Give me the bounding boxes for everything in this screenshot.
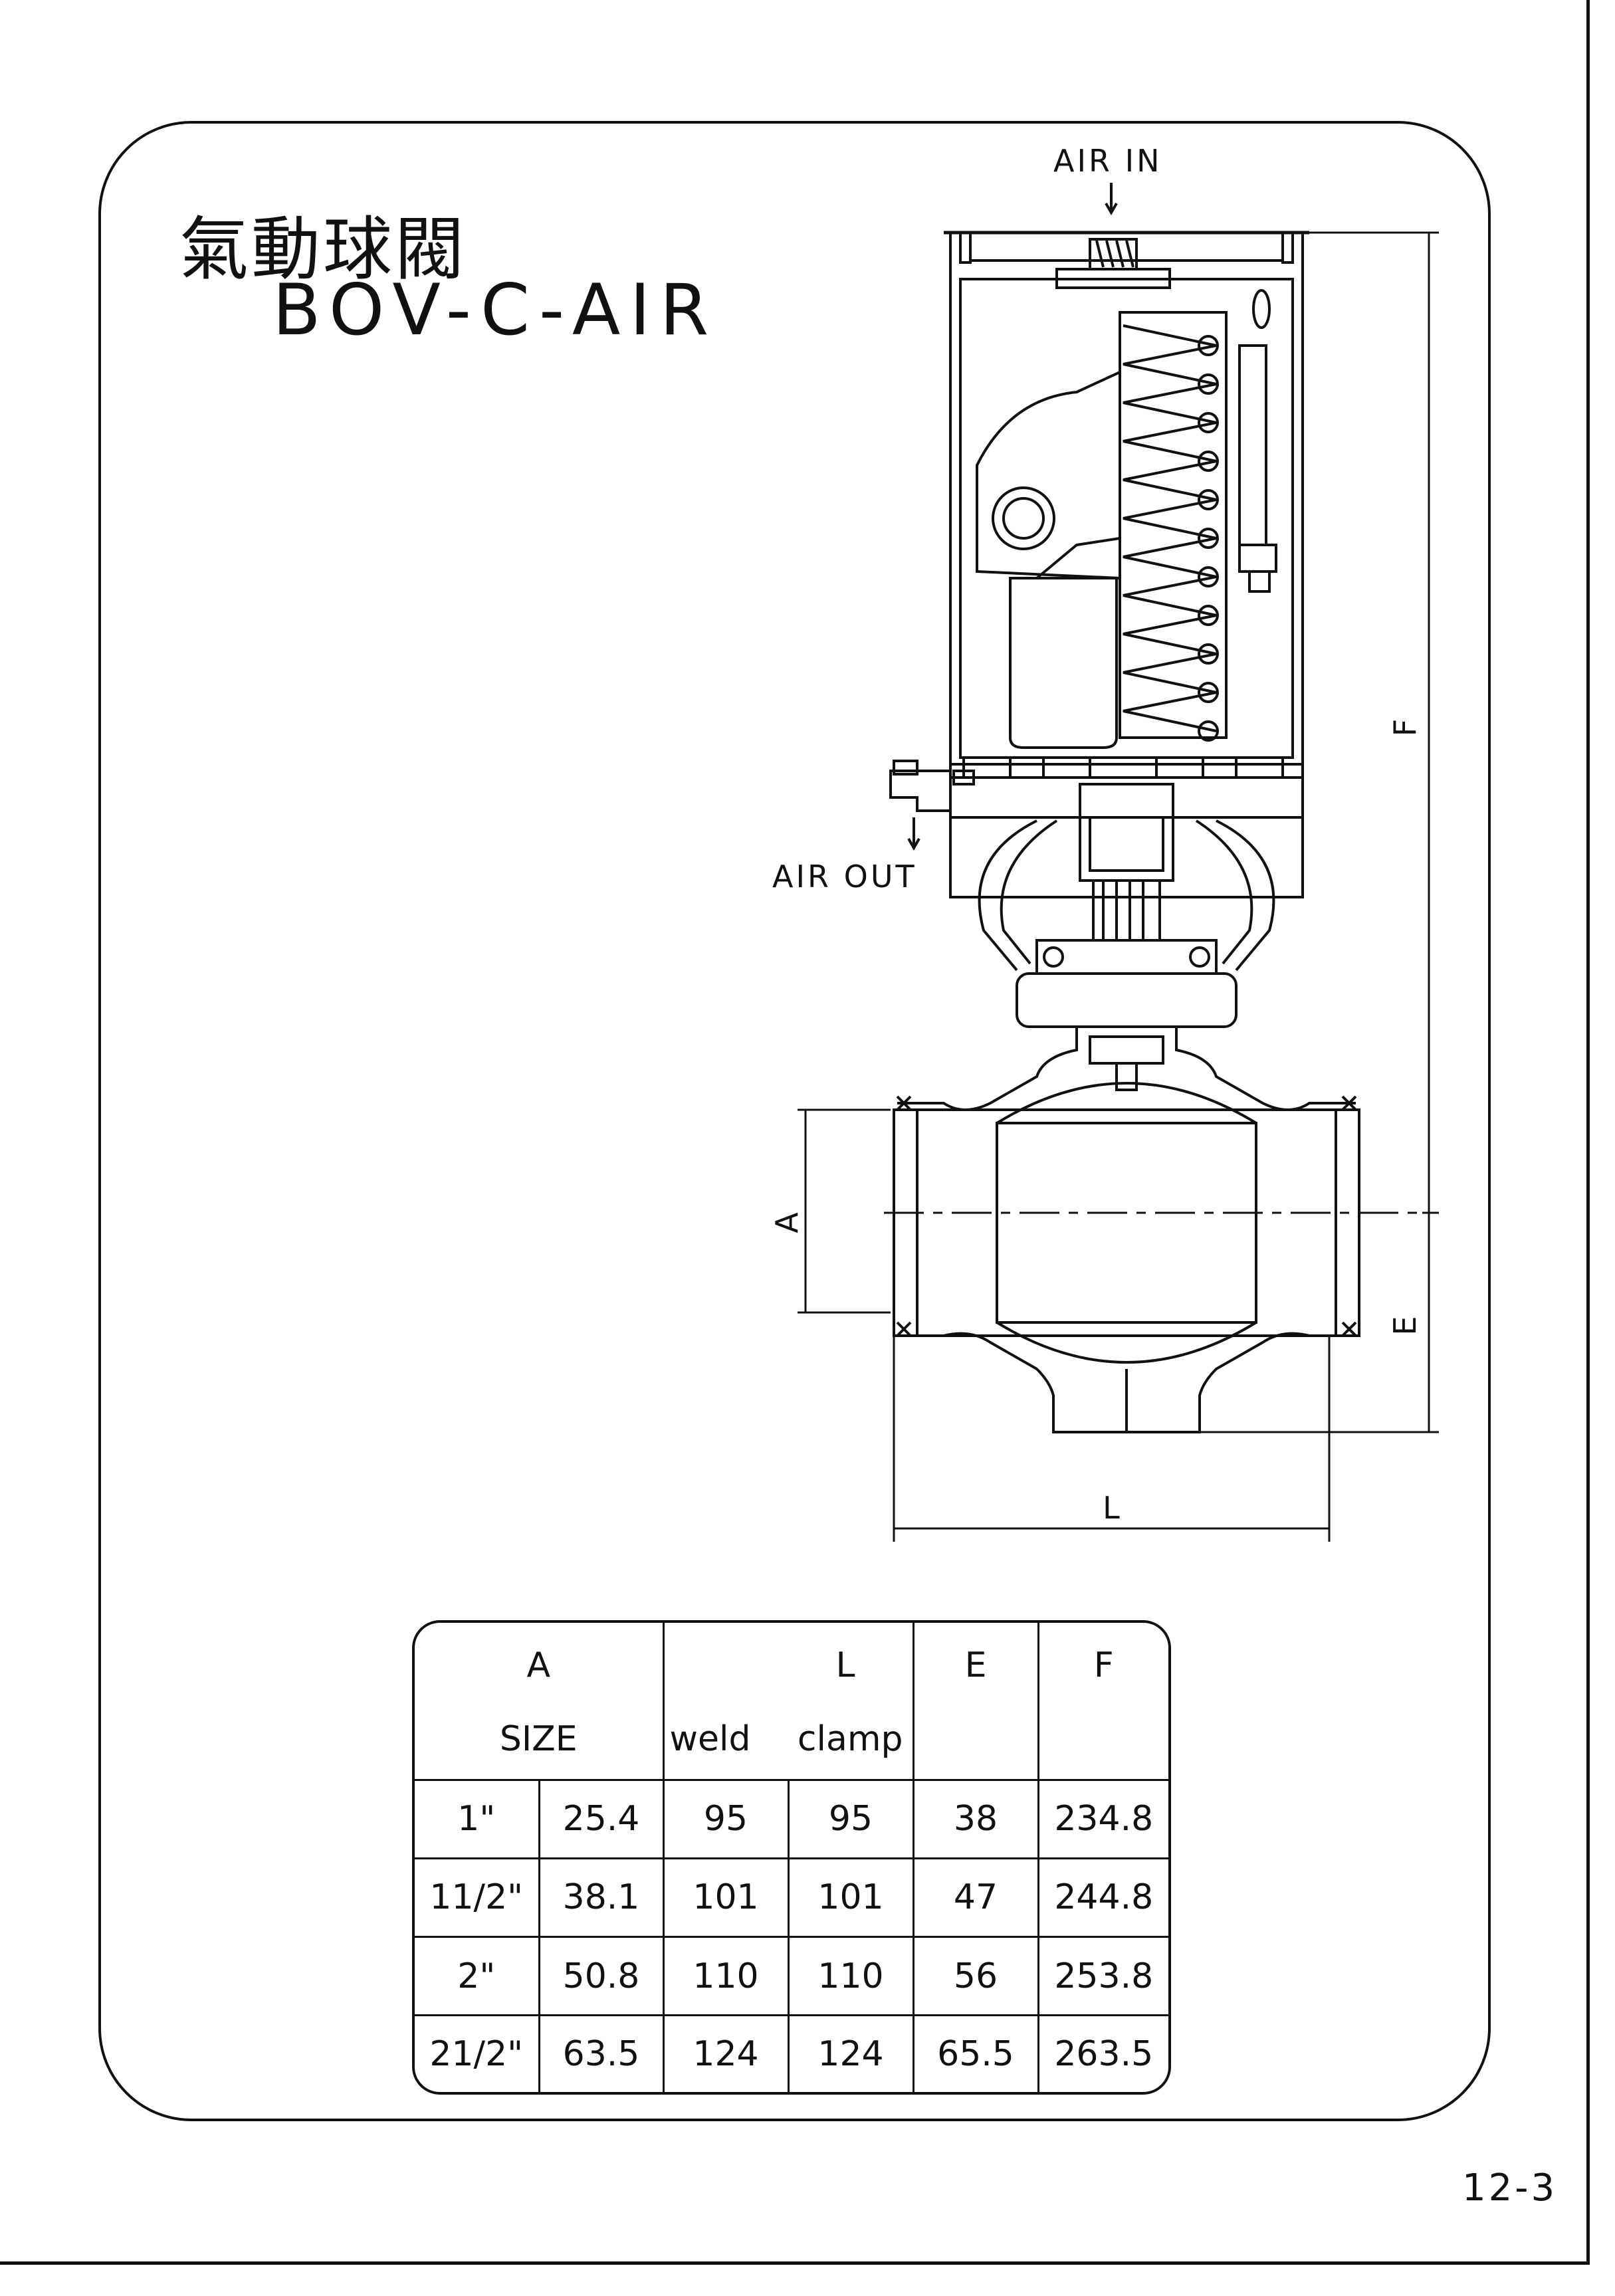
cell-weld: 110 [662,1935,790,2017]
header-weld: weld [669,1719,751,1759]
dimension-a [798,1108,891,1314]
header-f: F [1037,1623,1168,1781]
cell-size-mm: 38.1 [538,1857,665,1938]
cell-size-mm: 25.4 [538,1778,665,1859]
cell-weld: 101 [662,1857,790,1938]
cell-weld: 95 [662,1778,790,1859]
cell-size-in: 2" [415,1935,540,2017]
header-size-label: SIZE [499,1719,578,1759]
cell-e: 56 [912,1935,1039,2017]
dimension-f [1309,231,1439,1214]
drawing-frame [98,121,1491,2121]
dimension-l-label: L [1103,1490,1120,1526]
cell-clamp: 110 [787,1935,915,2017]
cell-size-mm: 63.5 [538,2014,665,2092]
yoke-bracket [978,783,1275,1028]
spec-table: A SIZE L weld clamp E F 1" 25.4 95 95 38… [415,1623,1168,2092]
air-out-fitting [889,760,950,851]
page-border [0,0,1590,2265]
header-a: A [526,1645,551,1685]
table-row: 21/2" 63.5 124 124 65.5 263.5 [415,2014,1168,2092]
cell-size-mm: 50.8 [538,1935,665,2017]
air-in-label: AIR IN [1053,143,1162,179]
cell-f: 263.5 [1037,2014,1168,2092]
air-in-arrow [1105,183,1118,216]
cell-e: 38 [912,1778,1039,1859]
dimension-e [1200,1213,1439,1433]
cell-e: 65.5 [912,2014,1039,2092]
dimension-a-label: A [769,1212,805,1233]
compression-spring [1119,311,1228,742]
dimension-table: A SIZE L weld clamp E F 1" 25.4 95 95 38… [412,1620,1171,2095]
dimension-f-label: F [1387,719,1423,736]
cam-mechanism [976,369,1121,749]
header-f-label: F [1093,1645,1114,1685]
header-l-label: L [835,1645,855,1685]
table-row: 1" 25.4 95 95 38 234.8 [415,1778,1168,1859]
title-chinese: 氣動球閥 [179,209,467,290]
table-row: 2" 50.8 110 110 56 253.8 [415,1935,1168,2017]
cell-clamp: 101 [787,1857,915,1938]
header-size: A SIZE [415,1623,665,1781]
cell-size-in: 11/2" [415,1857,540,1938]
cell-size-in: 21/2" [415,2014,540,2092]
cell-f: 234.8 [1037,1778,1168,1859]
cell-e: 47 [912,1857,1039,1938]
dimension-e-label: E [1387,1316,1423,1335]
actuator-housing [944,231,1309,898]
ball-valve-body [893,1027,1360,1433]
cell-size-in: 1" [415,1778,540,1859]
actuator-base-plate [949,756,1304,819]
header-e-label: E [964,1645,987,1685]
cell-clamp: 95 [787,1778,915,1859]
indicator-rod [1238,344,1277,593]
air-out-label: AIR OUT [772,859,917,894]
cell-weld: 124 [662,2014,790,2092]
model-number: BOV-C-AIR [272,269,718,351]
dimension-l [893,1336,1331,1542]
table-row: 11/2" 38.1 101 101 47 244.8 [415,1857,1168,1938]
cell-f: 244.8 [1037,1857,1168,1938]
page-number: 12-3 [1462,2166,1558,2210]
header-e: E [912,1623,1039,1781]
header-l: L weld clamp [662,1623,915,1781]
header-clamp: clamp [797,1719,903,1759]
cell-clamp: 124 [787,2014,915,2092]
cell-f: 253.8 [1037,1935,1168,2017]
